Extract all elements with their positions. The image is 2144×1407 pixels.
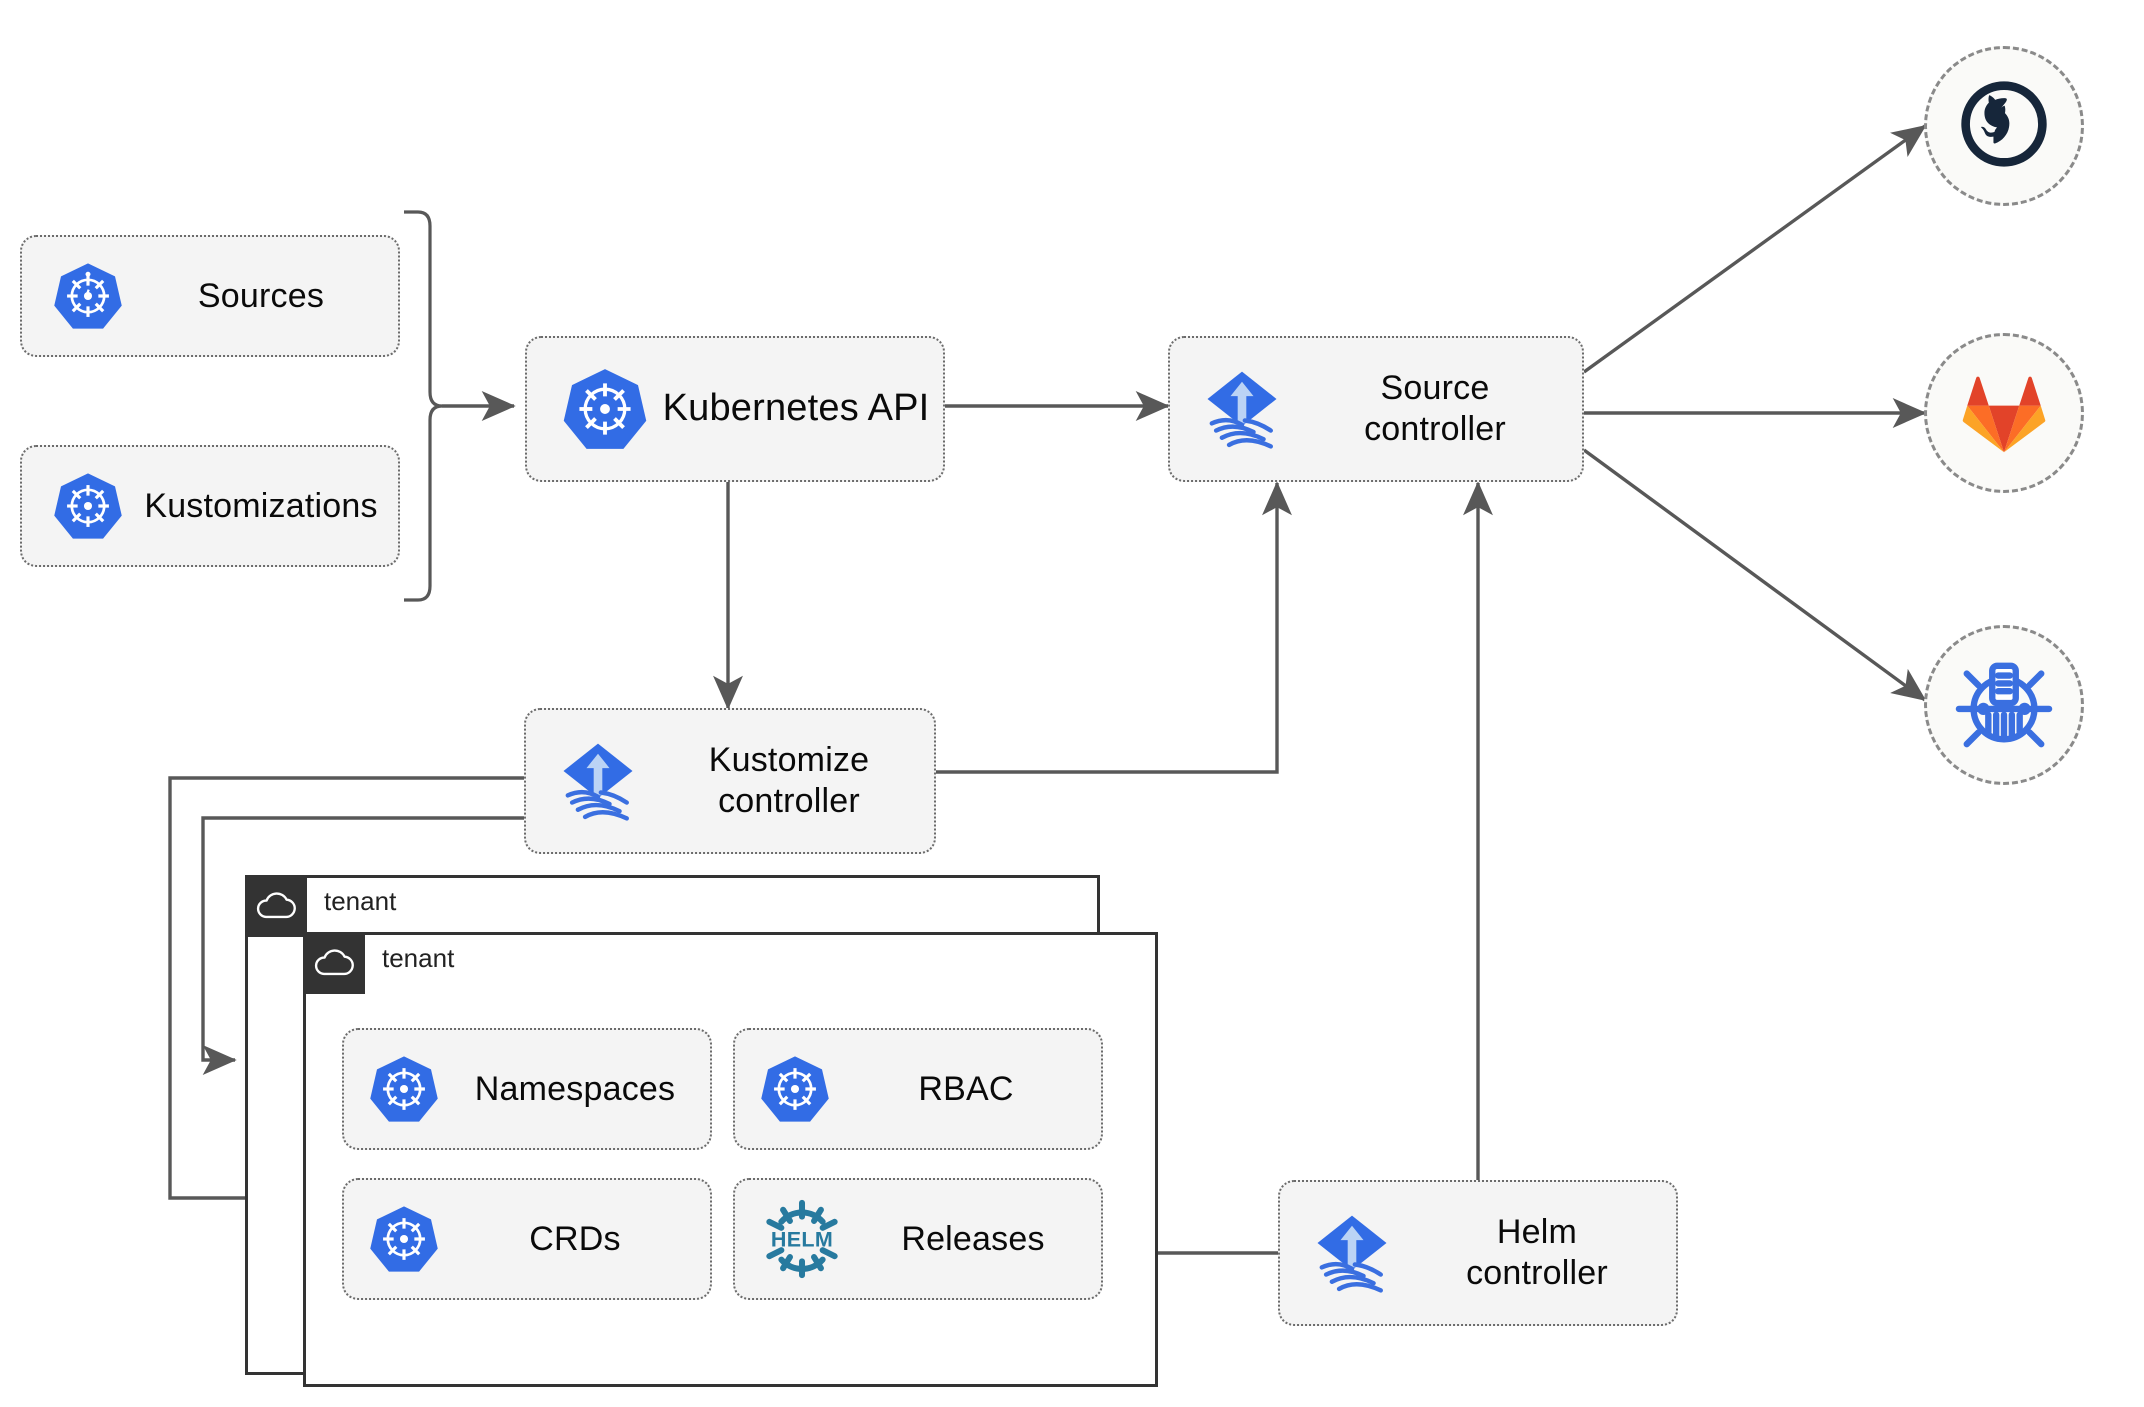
node-kustomize-controller[interactable]: Kustomize controller: [524, 708, 936, 854]
node-sources[interactable]: Sources: [20, 235, 400, 357]
node-label: CRDs: [529, 1219, 621, 1258]
node-label: Namespaces: [474, 1069, 676, 1108]
flux-icon: [1306, 1207, 1398, 1299]
kubernetes-icon: [52, 470, 124, 542]
kubernetes-icon: [368, 1203, 440, 1275]
node-releases[interactable]: HELM Releases: [733, 1178, 1103, 1300]
cloud-icon: [245, 875, 307, 937]
node-namespaces[interactable]: Namespaces: [342, 1028, 712, 1150]
tenant-label: tenant: [324, 886, 397, 916]
flux-icon: [552, 735, 644, 827]
node-kustomizations[interactable]: Kustomizations: [20, 445, 400, 567]
node-label: Kustomize controller: [708, 741, 870, 820]
node-label: Source controller: [1364, 369, 1506, 448]
node-kubernetes-api[interactable]: Kubernetes API: [525, 336, 945, 482]
node-label: Helm controller: [1466, 1213, 1608, 1292]
cloud-icon: [303, 932, 365, 994]
node-source-controller[interactable]: Source controller: [1168, 336, 1584, 482]
node-crds[interactable]: CRDs: [342, 1178, 712, 1300]
provider-github[interactable]: [1924, 46, 2084, 206]
node-rbac[interactable]: RBAC: [733, 1028, 1103, 1150]
flux-icon: [1196, 363, 1288, 455]
helm-icon: HELM: [759, 1196, 845, 1282]
node-label: Kubernetes API: [662, 387, 930, 430]
gitlab-icon: [1959, 368, 2049, 459]
node-label: RBAC: [918, 1069, 1014, 1108]
github-icon: [1957, 77, 2051, 176]
node-helm-controller[interactable]: Helm controller: [1278, 1180, 1678, 1326]
tenant-label: tenant: [382, 943, 455, 973]
kubernetes-icon: [52, 260, 124, 332]
node-label: Kustomizations: [144, 486, 378, 525]
kubernetes-icon: [561, 365, 649, 453]
kubernetes-icon: [759, 1053, 831, 1125]
node-label: Releases: [901, 1219, 1045, 1258]
kubernetes-icon: [368, 1053, 440, 1125]
node-label: Sources: [197, 276, 325, 315]
provider-bucket[interactable]: [1924, 625, 2084, 785]
svg-text:HELM: HELM: [771, 1228, 833, 1252]
tenant-inner[interactable]: tenant: [303, 932, 1158, 1387]
bucket-icon: [1955, 654, 2053, 757]
provider-gitlab[interactable]: [1924, 333, 2084, 493]
